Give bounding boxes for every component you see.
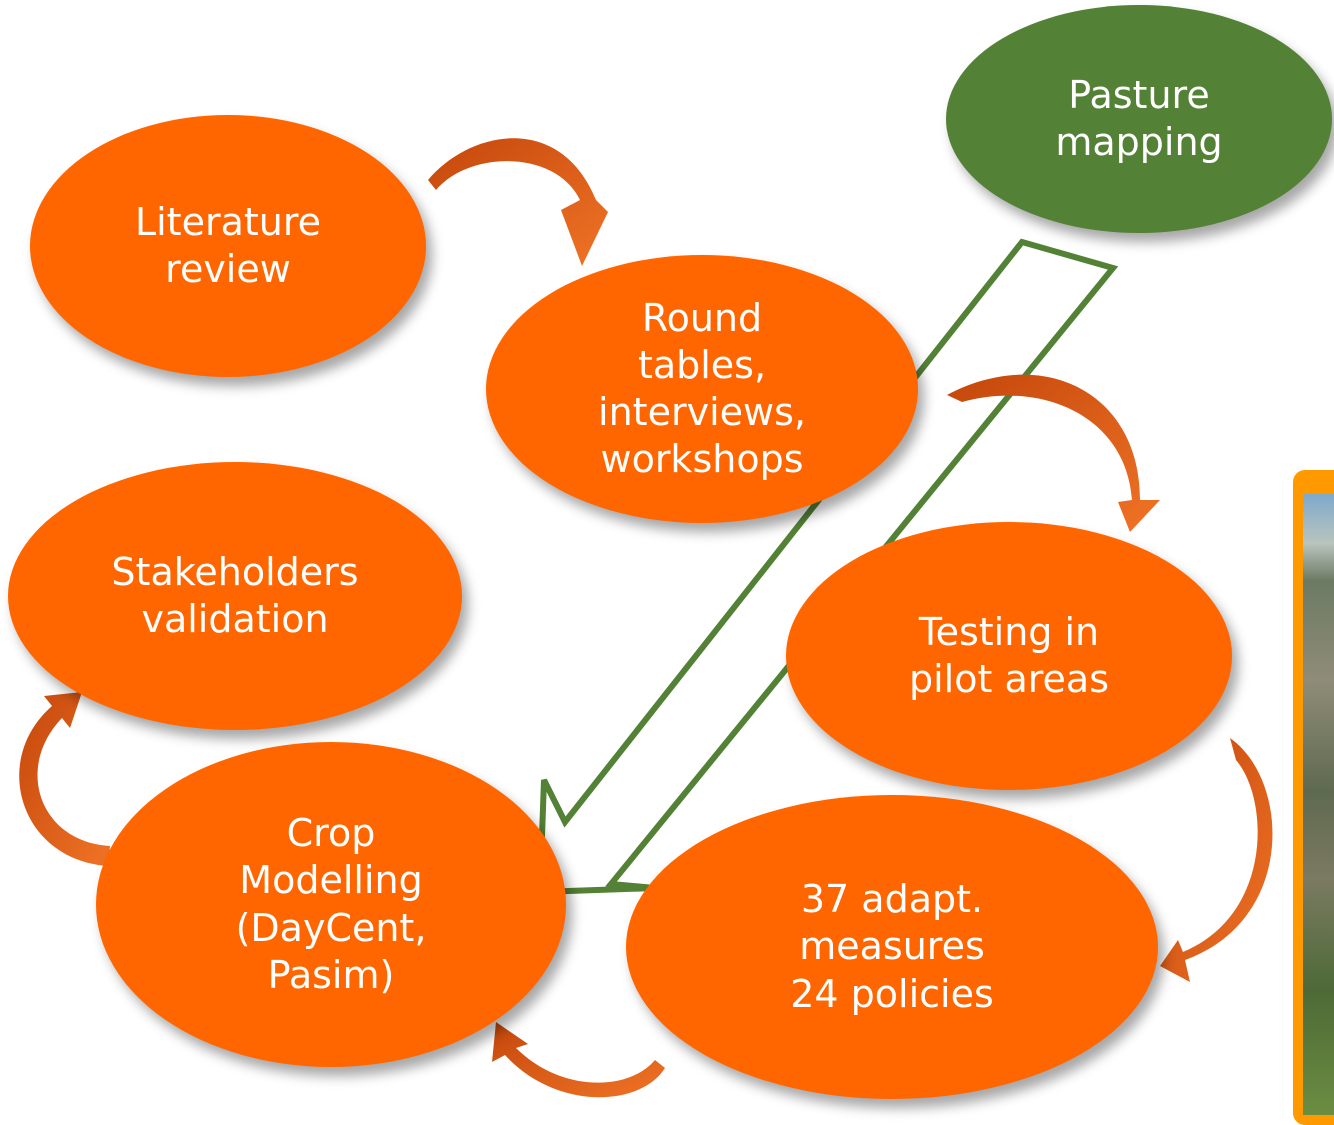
- node-crop-modelling: Crop Modelling (DayCent, Pasim): [96, 742, 566, 1067]
- node-label: Crop Modelling (DayCent, Pasim): [235, 811, 427, 997]
- curved-arrow-roundtables-to-testing: [947, 374, 1160, 532]
- node-pasture-mapping: Pasture mapping: [946, 5, 1332, 233]
- node-label: Testing in pilot areas: [908, 609, 1109, 701]
- node-label: Round tables, interviews, workshops: [598, 295, 806, 482]
- node-label: 37 adapt. measures 24 policies: [790, 877, 994, 1016]
- photo-frame: [1293, 470, 1334, 1125]
- node-testing-pilot-areas: Testing in pilot areas: [786, 522, 1232, 790]
- curved-arrow-testing-to-measures: [1160, 738, 1273, 982]
- node-literature-review: Literature review: [30, 115, 426, 377]
- node-measures-policies: 37 adapt. measures 24 policies: [626, 795, 1158, 1099]
- curved-arrow-literature-to-roundtables: [428, 138, 608, 266]
- landscape-photo: [1303, 494, 1334, 1115]
- node-round-tables: Round tables, interviews, workshops: [486, 255, 918, 523]
- curved-arrow-crop-to-stakeholders: [19, 692, 110, 866]
- curved-arrow-measures-to-crop: [492, 1022, 665, 1098]
- node-stakeholders-validation: Stakeholders validation: [8, 462, 462, 730]
- node-label: Literature review: [134, 199, 322, 291]
- node-label: Stakeholders validation: [111, 549, 359, 641]
- pasture-to-crop-arrow: [536, 238, 1119, 896]
- node-label: Pasture mapping: [1055, 72, 1223, 164]
